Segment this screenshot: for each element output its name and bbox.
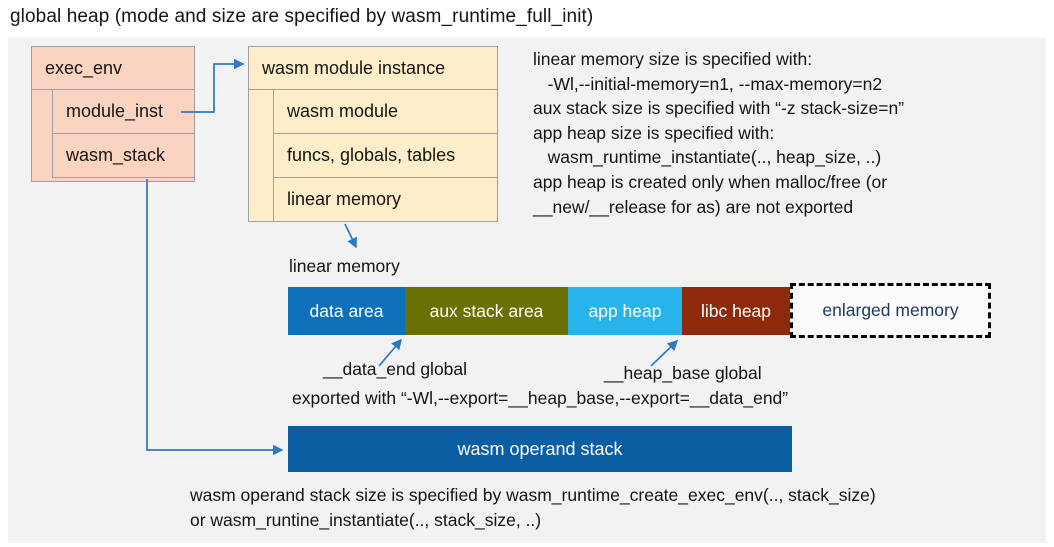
module-instance-row-wasm-module: wasm module: [273, 89, 498, 134]
wasm-operand-stack-bar: wasm operand stack: [288, 426, 792, 472]
module-instance-row-linear-memory: linear memory: [273, 177, 498, 222]
export-note-label: exported with “-Wl,--export=__heap_base,…: [292, 388, 789, 408]
exec-env-row-module-inst: module_inst: [52, 89, 195, 134]
segment-data-area: data area: [288, 287, 405, 335]
segment-libc-heap: libc heap: [682, 287, 790, 335]
module-instance-header: wasm module instance: [249, 47, 497, 90]
module-instance-row-funcs-globals-tables: funcs, globals, tables: [273, 133, 498, 178]
data-end-global-label: __data_end global: [323, 359, 468, 379]
exec-env-row-wasm-stack: wasm_stack: [52, 133, 195, 178]
linear-memory-caption: linear memory: [289, 256, 400, 276]
operand-stack-note: wasm operand stack size is specified by …: [190, 485, 876, 530]
linear-memory-bar: data area aux stack area app heap libc h…: [288, 287, 790, 335]
segment-aux-stack-area: aux stack area: [405, 287, 568, 335]
heap-base-global-label: __heap_base global: [604, 363, 762, 383]
segment-enlarged-memory: enlarged memory: [790, 283, 991, 338]
exec-env-header: exec_env: [32, 47, 194, 90]
linear-memory-notes: linear memory size is specified with: -W…: [533, 49, 905, 217]
segment-app-heap: app heap: [568, 287, 682, 335]
diagram-title: global heap (mode and size are specified…: [10, 6, 594, 27]
